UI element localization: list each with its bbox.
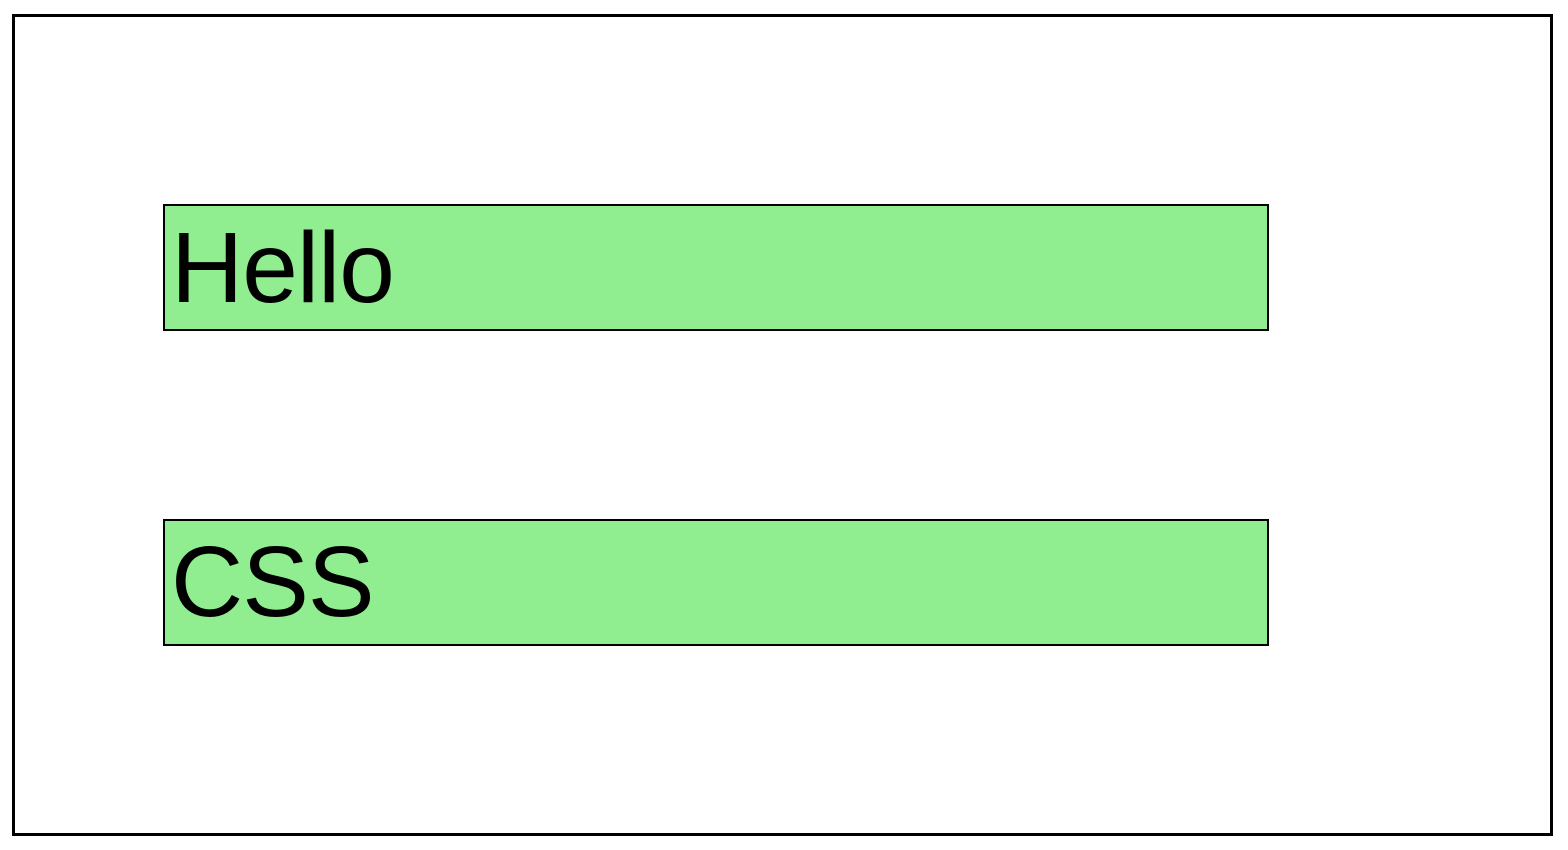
css-banner: CSS bbox=[163, 518, 1269, 646]
hello-banner: Hello bbox=[163, 204, 1269, 332]
page-frame: Hello CSS bbox=[12, 14, 1553, 836]
css-banner-label: CSS bbox=[171, 526, 375, 639]
hello-banner-label: Hello bbox=[171, 211, 395, 324]
